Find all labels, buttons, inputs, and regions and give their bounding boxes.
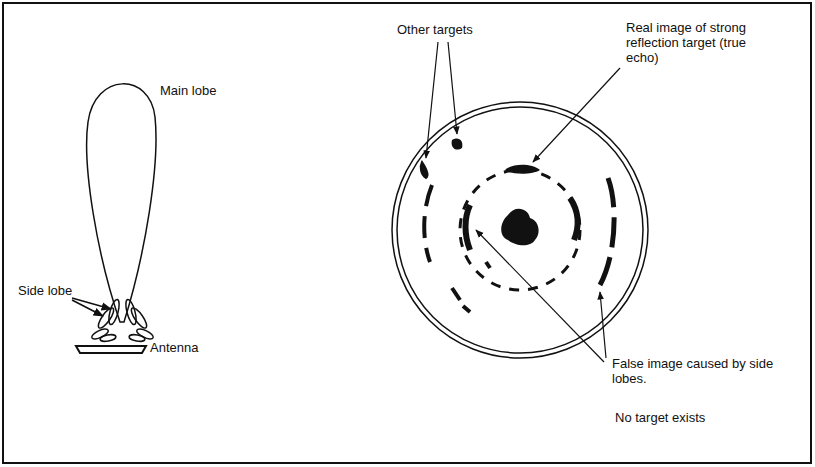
- callout-label: Real image of strong reflection target (…: [626, 20, 762, 65]
- part-label: Antenna: [150, 340, 198, 355]
- callout-label: False image caused by side lobes.: [612, 356, 782, 386]
- leader-lines: [426, 42, 620, 362]
- radar-display: [392, 102, 648, 358]
- lobe-label: Side lobe: [18, 283, 72, 298]
- note-label: No target exists: [615, 410, 705, 425]
- callout-label: Other targets: [397, 22, 473, 37]
- lobe-label: Main lobe: [160, 83, 216, 98]
- frame: [3, 3, 811, 463]
- antenna-pattern: [72, 84, 156, 353]
